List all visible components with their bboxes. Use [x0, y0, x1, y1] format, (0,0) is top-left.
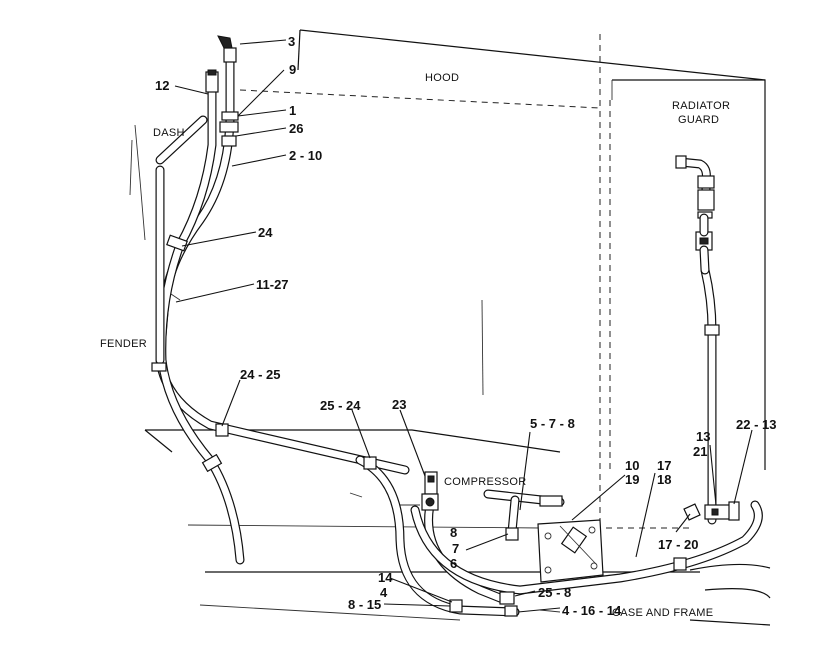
- clamp-fender: [151, 362, 167, 372]
- callout-19: 19: [625, 472, 639, 487]
- callout-7: 7: [452, 541, 459, 556]
- clamp-24-25: [215, 423, 229, 437]
- clamp-1: [219, 121, 239, 133]
- callout-10: 10: [625, 458, 639, 473]
- compressor-label: COMPRESSOR: [444, 476, 526, 488]
- callout-18: 18: [657, 472, 671, 487]
- callout-21: 21: [693, 444, 707, 459]
- fitting-25-8: [499, 591, 515, 605]
- callout-6: 6: [450, 556, 457, 571]
- callout-3: 3: [288, 34, 295, 49]
- clamp-fender-lower: [201, 453, 223, 473]
- elbow-fitting-3: [217, 35, 237, 63]
- case-and-frame-label: CASE AND FRAME: [612, 607, 713, 619]
- receiver-fittings: [683, 501, 740, 521]
- clamp-25-24: [363, 456, 377, 470]
- callout-4-16-14: 4 - 16 - 14: [562, 603, 622, 618]
- callout-12: 12: [155, 78, 169, 93]
- components: [151, 35, 740, 617]
- clamp-9: [221, 111, 239, 121]
- expansion-valve-block: [537, 519, 604, 583]
- callout-1: 1: [289, 103, 296, 118]
- clamp-26: [221, 135, 237, 147]
- callout-8: 8: [450, 525, 457, 540]
- callout-17: 17: [657, 458, 671, 473]
- compressor: [421, 471, 439, 511]
- callout-11-27: 11-27: [256, 277, 289, 292]
- fitting-8-7-6: [505, 527, 519, 541]
- callout-numbers: 3 9 12 1 26 2 - 10 24 11-27 24 - 25 25 -…: [155, 34, 776, 618]
- callout-25-24: 25 - 24: [320, 398, 361, 413]
- callout-4: 4: [380, 585, 388, 600]
- hood-label: HOOD: [425, 72, 459, 84]
- callout-24: 24: [258, 225, 273, 240]
- radiator-guard-label-line1: RADIATOR: [672, 100, 730, 112]
- callout-13: 13: [696, 429, 710, 444]
- callout-14: 14: [378, 570, 393, 585]
- clamp-vertical: [704, 324, 720, 336]
- callout-22-13: 22 - 13: [736, 417, 776, 432]
- fitting-4-16-14: [504, 605, 518, 617]
- fitting-12: [205, 69, 219, 93]
- callout-5-7-8: 5 - 7 - 8: [530, 416, 575, 431]
- leader-lines: [174, 39, 753, 613]
- callout-25-8: 25 - 8: [538, 585, 571, 600]
- fender-label: FENDER: [100, 338, 147, 350]
- radiator-guard-fittings: [675, 155, 715, 275]
- callout-9: 9: [289, 62, 296, 77]
- clamp-bottom: [673, 557, 687, 571]
- callout-26: 26: [289, 121, 303, 136]
- region-labels: HOOD RADIATOR GUARD DASH FENDER COMPRESS…: [100, 72, 730, 619]
- callout-24-25: 24 - 25: [240, 367, 280, 382]
- radiator-guard-label-line2: GUARD: [678, 114, 719, 126]
- dash-label: DASH: [153, 127, 185, 139]
- callout-23: 23: [392, 397, 406, 412]
- callout-17-20: 17 - 20: [658, 537, 698, 552]
- callout-2-10: 2 - 10: [289, 148, 322, 163]
- callout-8-15: 8 - 15: [348, 597, 381, 612]
- clamp-24: [166, 234, 188, 252]
- fitting-5-7-8: [539, 495, 563, 507]
- hose-assemblies: [155, 55, 763, 617]
